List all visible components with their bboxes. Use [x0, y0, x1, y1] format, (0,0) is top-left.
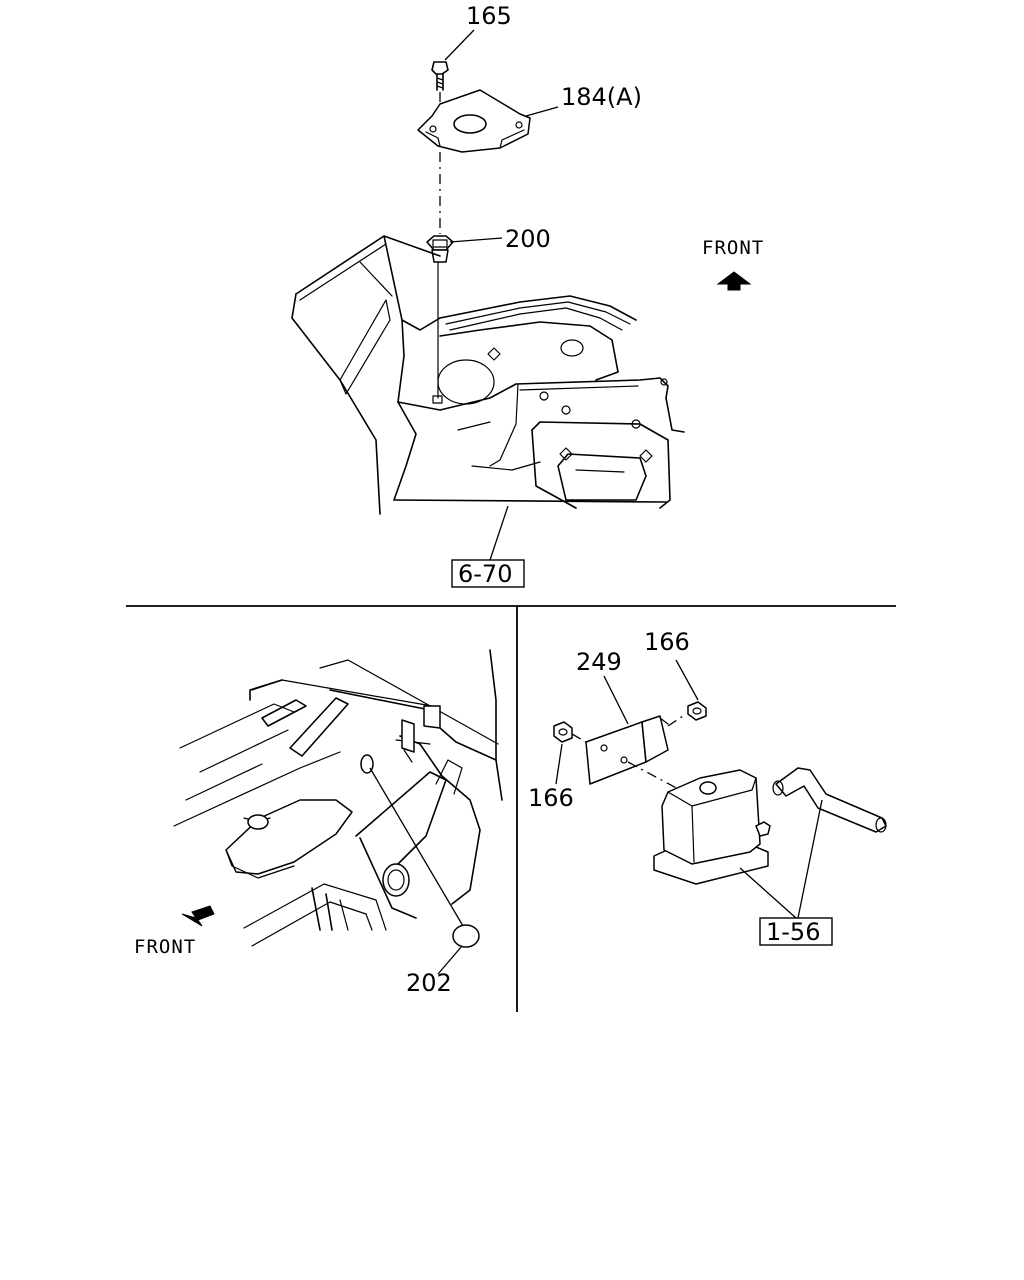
- clip-nut-200: [426, 235, 454, 263]
- leader-1-56-b: [797, 799, 823, 919]
- bolt-165: [431, 61, 449, 91]
- nut-166-top: [687, 701, 707, 721]
- callout-166-top: 166: [644, 628, 690, 656]
- bottom-right-panel: 249 166 166: [528, 628, 887, 946]
- leader-1-56-a: [739, 867, 797, 919]
- dash-bracket-unit: [627, 761, 681, 791]
- vehicle-body-structure: [291, 235, 685, 515]
- ref-box-6-70: [451, 559, 525, 588]
- leader-6-70: [489, 505, 509, 561]
- nut-166-left: [553, 721, 573, 743]
- leader-249: [603, 675, 629, 725]
- dash-nut-left: [571, 733, 587, 743]
- callout-249: 249: [576, 648, 622, 676]
- leader-165: [444, 29, 475, 61]
- leader-166-left: [555, 743, 563, 785]
- leader-200: [449, 237, 503, 243]
- frame-structure: [173, 649, 503, 947]
- callout-166-left: 166: [528, 784, 574, 812]
- dash-nut-top: [667, 713, 687, 727]
- leader-184A: [525, 106, 559, 117]
- hose: [772, 767, 887, 833]
- leader-202: [437, 945, 463, 975]
- unit-1-56: [653, 769, 771, 885]
- arrow-up-icon: [716, 271, 752, 291]
- bottom-left-panel: 202 FRONT: [134, 649, 503, 997]
- front-label-bottom: FRONT: [134, 936, 196, 958]
- ref-1-56: 1-56: [766, 918, 820, 946]
- callout-202: 202: [406, 969, 452, 997]
- mount-hole: [432, 395, 443, 404]
- top-panel: 165 184(A) 200: [291, 2, 764, 588]
- ref-6-70: 6-70: [458, 560, 512, 588]
- ref-box-1-56: [759, 917, 833, 946]
- leader-166-top: [675, 659, 699, 701]
- arrow-down-left-icon: [181, 905, 215, 927]
- bracket-184A: [417, 89, 531, 153]
- callout-200: 200: [505, 225, 551, 253]
- front-label-top: FRONT: [702, 237, 764, 259]
- plug-202: [452, 924, 480, 948]
- bracket-249: [585, 715, 669, 785]
- callout-184A: 184(A): [561, 83, 642, 111]
- callout-165: 165: [466, 2, 512, 30]
- leader-202-pin: [369, 767, 464, 927]
